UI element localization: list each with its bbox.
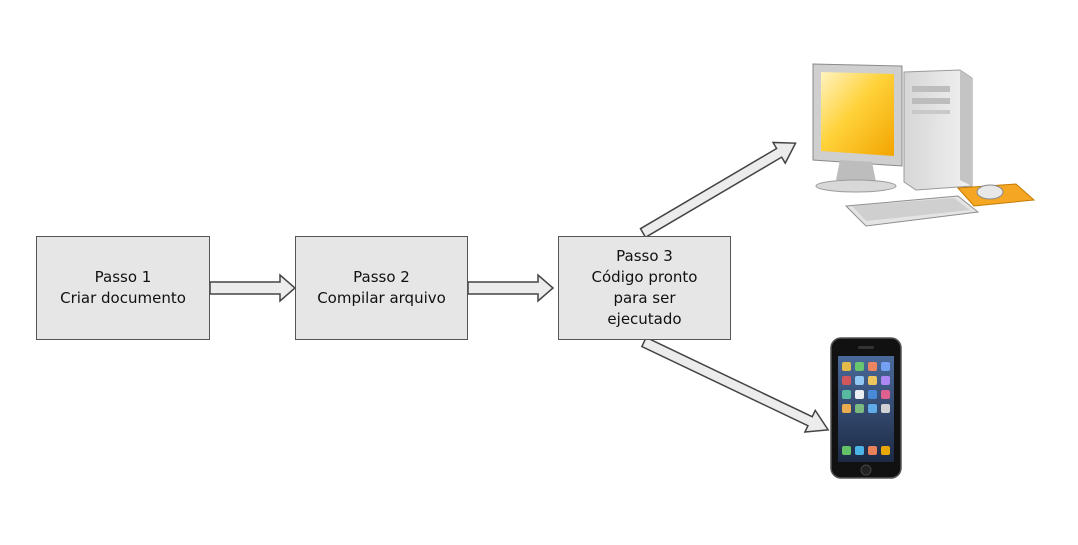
arrow-step3-to-phone (640, 336, 830, 433)
step-2-title: Passo 2 (353, 268, 410, 286)
step-3-label-line2: para ser (613, 289, 676, 307)
step-3-title: Passo 3 (616, 247, 673, 265)
smartphone-icon (830, 337, 902, 479)
arrow-step2-to-step3 (467, 273, 555, 303)
arrow-step3-to-computer (639, 141, 797, 239)
step-3-label-line1: Código pronto (591, 268, 698, 286)
step-1-box: Passo 1 Criar documento (36, 236, 210, 340)
desktop-computer-icon (812, 63, 1036, 227)
step-3-label-line3: ejecutado (607, 310, 682, 328)
step-3-box: Passo 3 Código pronto para ser ejecutado (558, 236, 731, 340)
step-2-box: Passo 2 Compilar arquivo (295, 236, 468, 340)
step-1-label: Criar documento (60, 289, 186, 307)
step-2-label: Compilar arquivo (317, 289, 446, 307)
arrow-step1-to-step2 (209, 273, 297, 303)
step-1-title: Passo 1 (94, 268, 152, 286)
